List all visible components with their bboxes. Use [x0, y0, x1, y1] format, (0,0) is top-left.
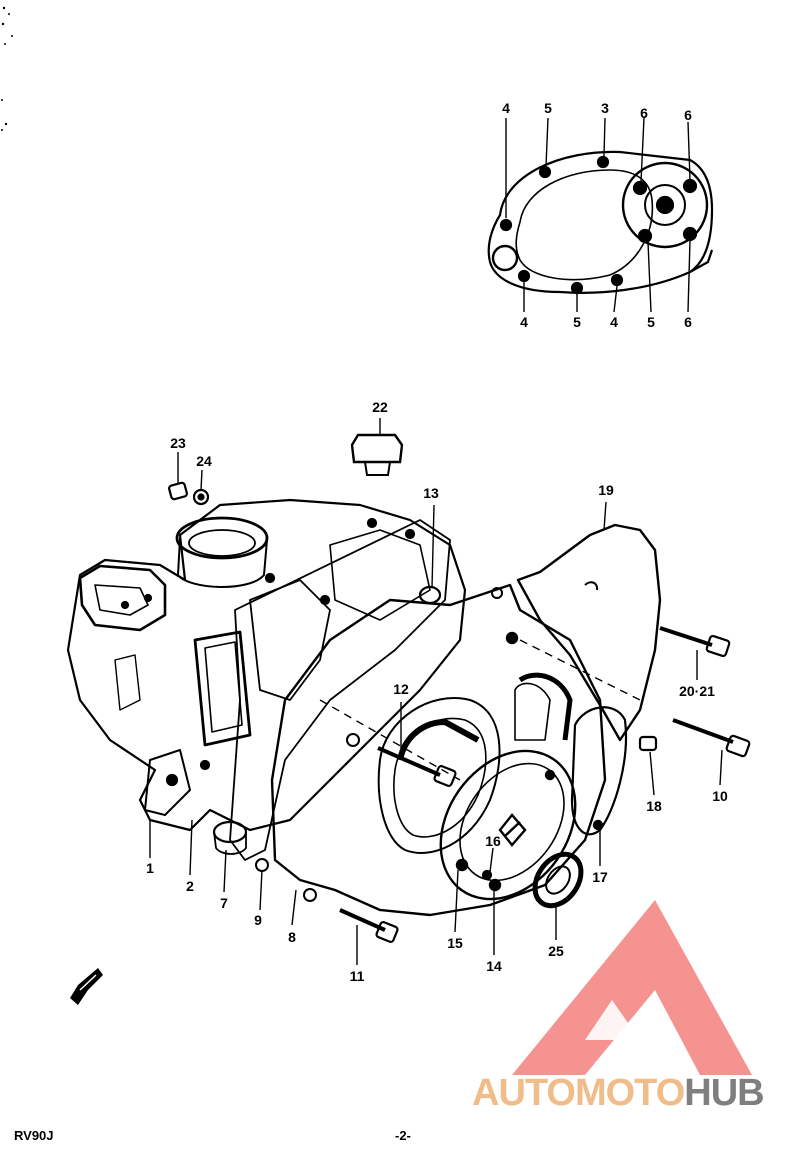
callout-7: 7 [220, 895, 228, 911]
leader-lines [149, 418, 723, 965]
scan-speckles [1, 6, 13, 131]
page-number: -2- [395, 1128, 411, 1143]
watermark-part-moto: MOTO [574, 1072, 685, 1114]
inset-callout-top-4: 6 [640, 105, 648, 121]
inset-callout-top-3: 3 [601, 100, 609, 116]
callout-24: 24 [196, 453, 212, 469]
callout-15: 15 [447, 935, 463, 951]
watermark-part-auto: AUTO [472, 1072, 576, 1114]
watermark-part-hub: HUB [684, 1072, 764, 1114]
inset-callout-top-2: 5 [544, 100, 552, 116]
inset-callout-bottom-3: 4 [610, 314, 618, 330]
inset-callout-bottom-5: 6 [684, 314, 692, 330]
inset-callout-bottom-2: 5 [573, 314, 581, 330]
callout-13: 13 [423, 485, 439, 501]
inset-callout-top-5: 6 [684, 107, 692, 123]
callout-2: 2 [186, 878, 194, 894]
inset-callout-top-1: 4 [502, 100, 510, 116]
callout-8: 8 [288, 929, 296, 945]
callout-1: 1 [146, 860, 154, 876]
callout-22: 22 [372, 399, 388, 415]
inset-callout-bottom-4: 5 [647, 314, 655, 330]
part-callouts: 1 2 7 9 8 11 12 13 14 15 16 17 18 19 10 … [146, 399, 728, 984]
inset-callouts: 4 5 3 6 6 4 5 4 5 6 [502, 100, 692, 330]
callout-23: 23 [170, 435, 186, 451]
outer-cover [516, 523, 662, 742]
clutch-cover [255, 583, 641, 917]
inset-gasket-view [487, 117, 714, 313]
inset-callout-bottom-1: 4 [520, 314, 528, 330]
cover-plate [439, 706, 627, 909]
callout-14: 14 [486, 958, 502, 974]
callout-12: 12 [393, 681, 409, 697]
model-code: RV90J [14, 1128, 54, 1143]
callout-10: 10 [712, 788, 728, 804]
fasteners [168, 433, 751, 943]
callout-16: 16 [485, 833, 501, 849]
crankcase-assembly [66, 498, 467, 861]
callout-25: 25 [548, 943, 564, 959]
callout-17: 17 [592, 869, 608, 885]
callout-19: 19 [598, 482, 614, 498]
watermark-logo [512, 900, 752, 1075]
callout-20-21: 20·21 [679, 683, 715, 699]
callout-11: 11 [350, 968, 365, 984]
direction-arrow-icon [70, 968, 103, 1005]
callout-9: 9 [254, 912, 262, 928]
callout-18: 18 [646, 798, 662, 814]
watermark-brand: AUTOMOTOHUB [472, 1072, 765, 1115]
